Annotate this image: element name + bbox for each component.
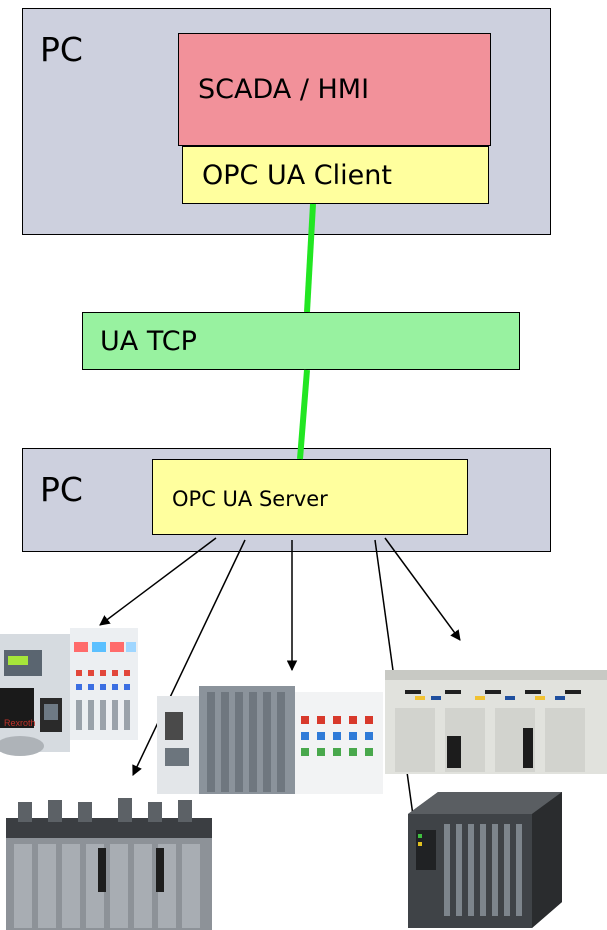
bottom-pc-label: PC [40, 470, 83, 509]
opc-ua-server-label: OPC UA Server [172, 487, 328, 511]
tcp-to-server-link [297, 369, 310, 460]
arrow-to-rexroth-plc [99, 537, 217, 626]
scada-hmi-box [178, 33, 491, 146]
ua-tcp-box [82, 312, 520, 370]
scada-hmi-label: SCADA / HMI [198, 74, 370, 105]
rack-plc-icon [385, 670, 607, 774]
allen-bradley-rack-plc-icon [6, 798, 212, 930]
opc-ua-client-label: OPC UA Client [202, 160, 392, 191]
opc-ua-server-box [152, 459, 468, 535]
client-to-tcp-link [304, 203, 316, 313]
rexroth-plc-icon: Rexroth [0, 628, 138, 756]
modular-io-plc-icon [157, 686, 383, 794]
opc-ua-client-box [182, 146, 489, 204]
arrow-to-rack-plc [384, 537, 461, 641]
siemens-s7-plc-icon [408, 792, 562, 928]
ua-tcp-label: UA TCP [100, 326, 197, 357]
rexroth-logo: Rexroth [4, 718, 36, 728]
top-pc-label: PC [40, 30, 83, 69]
arrow-to-allen-bradley-plc [132, 539, 246, 776]
